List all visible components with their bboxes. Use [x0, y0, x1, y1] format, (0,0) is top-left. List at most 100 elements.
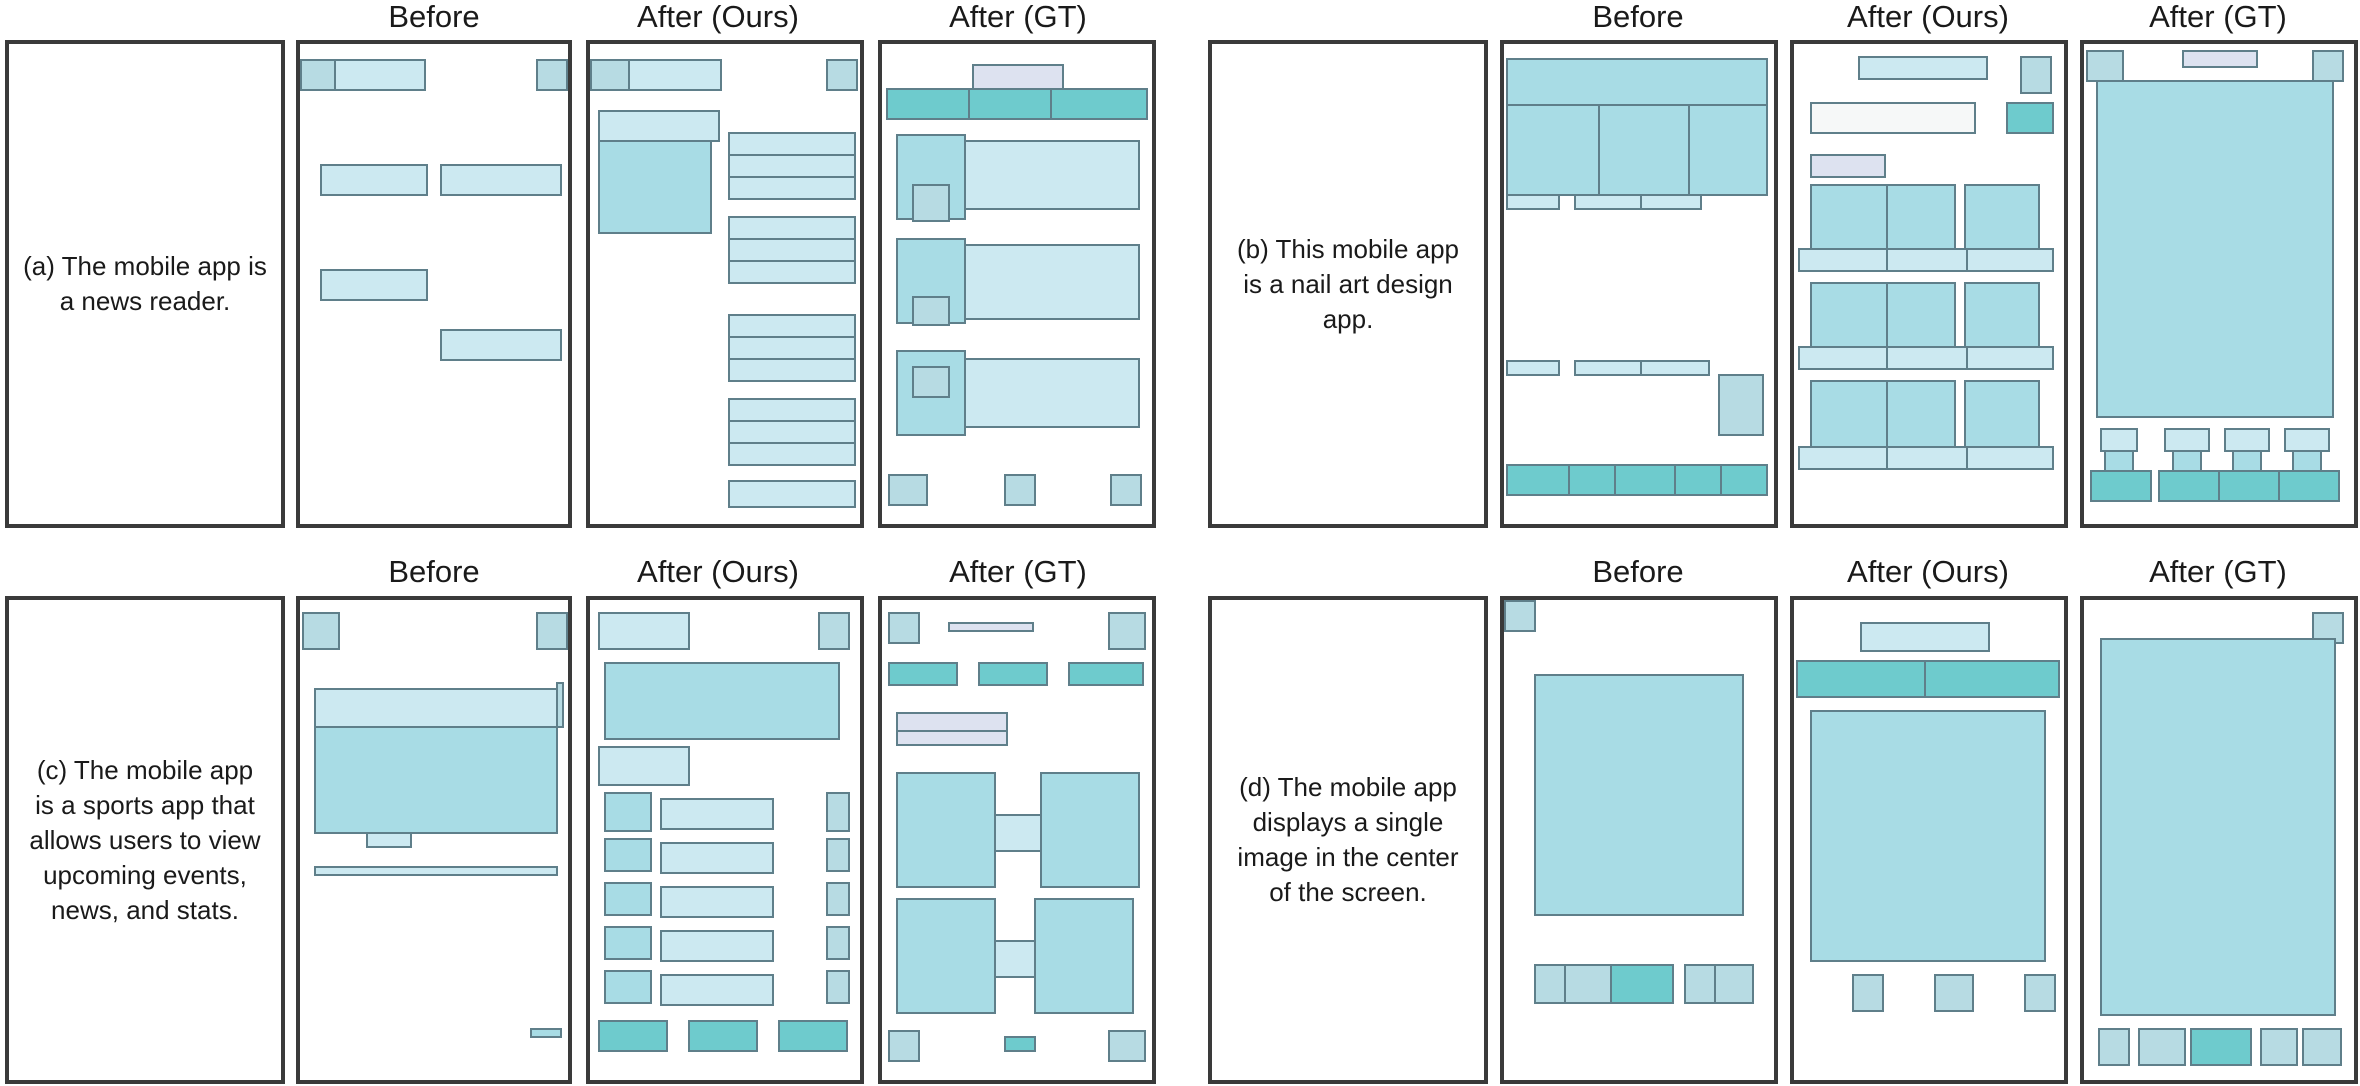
ui-element	[556, 682, 564, 728]
ui-element	[660, 974, 774, 1006]
ui-element	[728, 314, 856, 338]
ui-element	[1004, 474, 1036, 506]
ui-element	[2292, 450, 2322, 472]
ui-element	[1614, 464, 1676, 496]
ui-element	[598, 140, 712, 234]
ui-element	[1534, 964, 1566, 1004]
ui-element	[896, 898, 996, 1014]
ui-element	[1714, 964, 1754, 1004]
ui-element	[660, 842, 774, 874]
ui-element	[1852, 974, 1884, 1012]
ui-element	[660, 930, 774, 962]
ui-element	[2086, 50, 2124, 82]
wireframe-before-d	[1500, 596, 1778, 1084]
wireframe-before-b	[1500, 40, 1778, 528]
header-before-b: Before	[1592, 0, 1684, 34]
description-b: (b) This mobile app is a nail art design…	[1236, 233, 1460, 334]
header-after-gt-b: After (GT)	[2149, 0, 2287, 34]
ui-element	[1534, 674, 1744, 916]
ui-element	[314, 688, 558, 728]
ui-element	[826, 882, 850, 916]
description-d: (d) The mobile app displays a single ima…	[1237, 772, 1459, 907]
ui-element	[1050, 88, 1148, 120]
wireframe-before-a	[296, 40, 572, 528]
description-panel-a: (a) The mobile app is a news reader.	[5, 40, 285, 528]
ui-element	[1934, 974, 1974, 1012]
ui-element	[728, 442, 856, 466]
ui-element	[2260, 1028, 2298, 1066]
ui-element	[536, 612, 568, 650]
ui-element	[2224, 428, 2270, 452]
ui-element	[1964, 380, 2040, 448]
ui-element	[2164, 428, 2210, 452]
ui-element	[1108, 1030, 1146, 1062]
ui-element	[1506, 360, 1560, 376]
ui-element	[2100, 428, 2138, 452]
ui-element	[728, 176, 856, 200]
wireframe-after-gt-d	[2080, 596, 2358, 1084]
description-panel-d: (d) The mobile app displays a single ima…	[1208, 596, 1488, 1084]
ui-element	[728, 420, 856, 444]
ui-element	[2284, 428, 2330, 452]
ui-element	[1004, 1036, 1036, 1052]
wireframe-after-ours-b	[1790, 40, 2068, 528]
ui-element	[2182, 50, 2258, 68]
ui-element	[896, 772, 996, 888]
ui-element	[1034, 898, 1134, 1014]
header-after-gt-d: After (GT)	[2149, 554, 2287, 589]
ui-element	[300, 59, 336, 91]
wireframe-after-ours-d	[1790, 596, 2068, 1084]
ui-element	[912, 184, 950, 222]
ui-element	[536, 59, 568, 91]
ui-element	[1798, 446, 1888, 470]
header-after-ours-a: After (Ours)	[637, 0, 799, 34]
ui-element	[530, 1028, 562, 1038]
ui-element	[728, 358, 856, 382]
ui-element	[1966, 446, 2054, 470]
ui-element	[1886, 346, 1968, 370]
header-after-ours-b: After (Ours)	[1847, 0, 2009, 34]
ui-element	[1564, 964, 1612, 1004]
ui-element	[728, 336, 856, 360]
ui-element	[1684, 964, 1716, 1004]
header-after-ours-c: After (Ours)	[637, 554, 799, 589]
ui-element	[604, 792, 652, 832]
ui-element	[1810, 184, 1888, 250]
ui-element	[1966, 248, 2054, 272]
ui-element	[1506, 194, 1560, 210]
ui-element	[1108, 612, 1146, 650]
wireframe-after-ours-c	[586, 596, 864, 1084]
wireframe-after-gt-c	[878, 596, 1156, 1084]
header-before-a: Before	[388, 0, 480, 34]
ui-element	[688, 1020, 758, 1052]
wireframe-after-ours-a	[586, 40, 864, 528]
wireframe-after-gt-a	[878, 40, 1156, 528]
ui-element	[366, 832, 412, 848]
ui-element	[2302, 1028, 2342, 1066]
ui-element	[1966, 346, 2054, 370]
ui-element	[994, 814, 1042, 852]
ui-element	[896, 712, 1008, 732]
ui-element	[886, 88, 970, 120]
ui-element	[1886, 446, 1968, 470]
ui-element	[1798, 346, 1888, 370]
ui-element	[598, 1020, 668, 1052]
description-a: (a) The mobile app is a news reader.	[23, 251, 267, 316]
ui-element	[1504, 600, 1536, 632]
ui-element	[1720, 464, 1768, 496]
ui-element	[948, 622, 1034, 632]
ui-element	[964, 244, 1140, 320]
ui-element	[1110, 474, 1142, 506]
ui-element	[728, 216, 856, 240]
description-panel-c: (c) The mobile app is a sports app that …	[5, 596, 285, 1084]
ui-element	[826, 59, 858, 91]
ui-element	[2172, 450, 2202, 472]
ui-element	[826, 838, 850, 872]
ui-element	[2020, 56, 2052, 94]
ui-element	[1810, 380, 1888, 448]
wireframe-after-gt-b	[2080, 40, 2358, 528]
ui-element	[302, 612, 340, 650]
header-before-c: Before	[388, 554, 480, 589]
ui-element	[660, 886, 774, 918]
ui-element	[2278, 470, 2340, 502]
